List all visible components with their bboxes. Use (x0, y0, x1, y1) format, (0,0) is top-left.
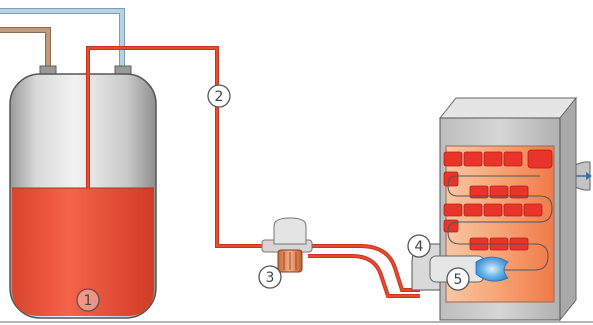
label-burner: 4 (407, 234, 431, 258)
label-filter-unit: 3 (258, 265, 282, 289)
svg-text:5: 5 (454, 272, 463, 288)
boiler (411, 96, 592, 322)
filter-unit (261, 217, 313, 273)
svg-text:1: 1 (84, 293, 93, 309)
label-flame: 5 (446, 267, 470, 291)
label-tank: 1 (76, 288, 100, 312)
label-supply-line: 2 (207, 84, 231, 108)
svg-text:4: 4 (415, 239, 424, 255)
svg-text:2: 2 (215, 89, 224, 105)
water-pipes (0, 8, 125, 70)
oil-tank (9, 65, 157, 319)
svg-text:3: 3 (266, 270, 275, 286)
supply-line (86, 46, 420, 298)
flame (475, 256, 509, 282)
oil-level (12, 188, 154, 316)
